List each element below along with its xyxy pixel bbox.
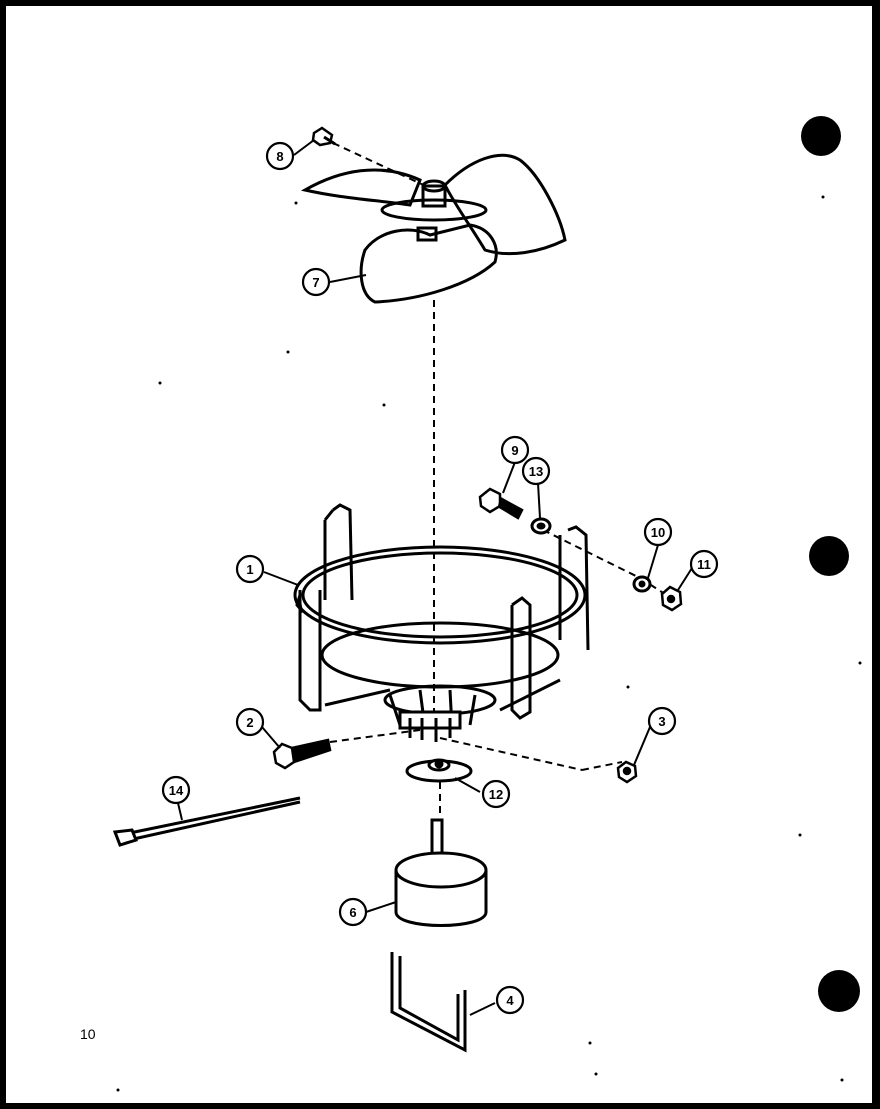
callout-12: 12 [481, 779, 511, 809]
part-11-nut [660, 585, 683, 612]
part-10-washer [632, 575, 652, 593]
callout-label-4: 4 [506, 993, 514, 1008]
scan-specks [116, 195, 862, 1092]
callout-label-10: 10 [651, 525, 665, 540]
callout-label-3: 3 [658, 714, 665, 729]
callout-10: 10 [643, 517, 673, 547]
part-13-washer [530, 517, 552, 535]
callout-label-13: 13 [529, 464, 543, 479]
part-6-motor [394, 818, 488, 927]
callout-label-1: 1 [246, 562, 253, 577]
page-number: 10 [80, 1026, 96, 1042]
punch-hole-top [801, 116, 841, 156]
part-2-bolt [272, 738, 332, 770]
part-8-screw [311, 126, 336, 147]
callout-label-8: 8 [276, 149, 283, 164]
punch-hole-middle [809, 536, 849, 576]
callout-label-2: 2 [246, 715, 253, 730]
callout-label-14: 14 [169, 783, 184, 798]
callout-9: 9 [500, 435, 530, 465]
callout-label-9: 9 [511, 443, 518, 458]
punch-hole-bottom [818, 970, 860, 1012]
callout-7: 7 [301, 267, 331, 297]
callout-4: 4 [495, 985, 525, 1015]
part-3-nut [616, 760, 638, 784]
callout-14: 14 [161, 775, 191, 805]
callout-8: 8 [265, 141, 295, 171]
callout-label-11: 11 [697, 557, 711, 572]
part-4-bracket [390, 952, 467, 1053]
callout-2: 2 [235, 707, 265, 737]
callout-1: 1 [235, 554, 265, 584]
callout-label-7: 7 [312, 275, 319, 290]
part-12-mount [405, 758, 473, 783]
leader-lines [177, 139, 693, 1016]
part-1-wire-guard [293, 503, 590, 742]
callout-label-12: 12 [489, 787, 503, 802]
callout-11: 11 [689, 549, 719, 579]
assembly-dashed-lines [329, 142, 669, 815]
callout-13: 13 [521, 456, 551, 486]
callout-6: 6 [338, 897, 368, 927]
callout-3: 3 [647, 706, 677, 736]
part-9-bolt [478, 487, 524, 520]
part-14-cable-tie [112, 796, 301, 847]
callout-label-6: 6 [349, 905, 356, 920]
part-7-fan-blade [300, 153, 567, 304]
